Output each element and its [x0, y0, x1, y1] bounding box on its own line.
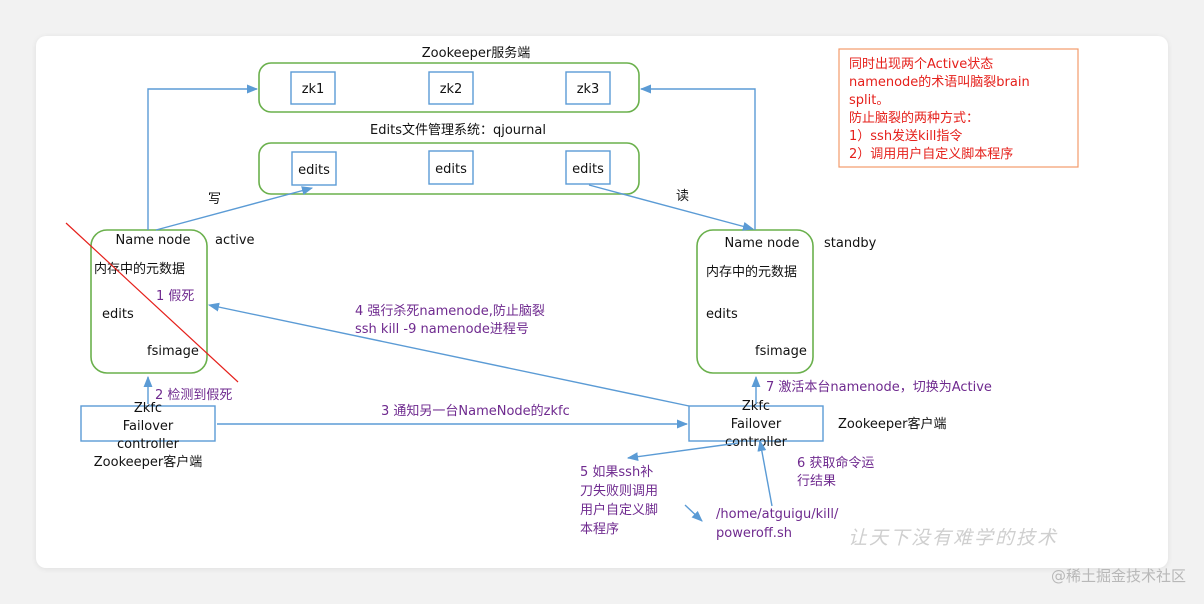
- left-zkfc-line-2: Failover: [123, 419, 174, 434]
- edits-node-2: [428, 150, 474, 185]
- right-zkfc-line-1: Zkfc: [742, 399, 770, 414]
- edits-node-1: [291, 151, 337, 186]
- site-watermark: @稀土掘金技术社区: [1051, 567, 1186, 585]
- fake-dead-strike-line: [65, 222, 239, 383]
- result-line-2: 行结果: [797, 474, 836, 489]
- left-zkfc-line-1: Zkfc: [134, 401, 162, 416]
- active-state-label: active: [215, 233, 255, 248]
- active-edits-label: edits: [102, 307, 134, 322]
- standby-edits-label: edits: [706, 307, 738, 322]
- read-label: 读: [676, 189, 689, 204]
- standby-namenode-title: Name node: [725, 236, 800, 251]
- edits-node-3-label: edits: [572, 162, 604, 177]
- edits-node-2-label: edits: [435, 162, 467, 177]
- active-fsimage-label: fsimage: [147, 344, 199, 359]
- detect-label: 2 检测到假死: [155, 388, 232, 403]
- active-namenode-box: [90, 229, 208, 374]
- edits-node-1-label: edits: [298, 163, 330, 178]
- server-cluster-box: [258, 62, 640, 113]
- fallback-arrow: [626, 442, 739, 462]
- standby-state-label: standby: [824, 236, 877, 251]
- note-line-2: namenode的术语叫脑裂brain: [849, 74, 1030, 90]
- fallback-line-1: 5 如果ssh补: [580, 464, 653, 480]
- zk1-node: [290, 71, 336, 105]
- right-zkfc-line-3: controller: [725, 435, 788, 450]
- zk1-label: zk1: [302, 82, 325, 97]
- notify-label: 3 通知另一台NameNode的zkfc: [381, 403, 570, 419]
- read-arrow: [588, 184, 755, 231]
- script-path-line-2: poweroff.sh: [716, 526, 792, 541]
- edits-node-3: [565, 150, 611, 185]
- fallback-line-3: 用户自定义脚: [580, 502, 658, 518]
- fallback-line-2: 刀失败则调用: [580, 484, 658, 499]
- note-line-1: 同时出现两个Active状态: [849, 57, 993, 72]
- script-path-line-1: /home/atguigu/kill/: [716, 507, 839, 522]
- journal-title: Edits文件管理系统：qjournal: [370, 123, 546, 138]
- kill-label-line-2: ssh kill -9 namenode进程号: [355, 322, 529, 337]
- note-line-4: 防止脑裂的两种方式：: [849, 110, 979, 126]
- write-label: 写: [208, 192, 221, 207]
- note-line-6: 2）调用用户自定义脚本程序: [849, 146, 1013, 162]
- zk2-node: [428, 71, 474, 105]
- kill-label-line-1: 4 强行杀死namenode,防止脑裂: [355, 303, 545, 319]
- standby-to-server-arrow: [639, 84, 756, 230]
- note-line-3: split。: [849, 93, 889, 108]
- active-namenode-title: Name node: [116, 233, 191, 248]
- left-zkfc-line-3: controller: [117, 437, 180, 452]
- active-metadata-label: 内存中的元数据: [94, 261, 185, 277]
- result-line-1: 6 获取命令运: [797, 455, 874, 471]
- write-arrow: [155, 186, 314, 231]
- brain-split-note-box: [838, 48, 1079, 168]
- slogan-watermark: 让天下没有难学的技术: [848, 527, 1058, 549]
- zk2-label: zk2: [440, 82, 463, 97]
- right-zkfc-client-label: Zookeeper客户端: [838, 416, 946, 432]
- right-zkfc-line-2: Failover: [731, 417, 782, 432]
- left-zkfc-client-label: Zookeeper客户端: [94, 454, 202, 470]
- fake-dead-label: 1 假死: [156, 289, 194, 304]
- left-zkfc-box: [80, 405, 216, 442]
- activate-label: 7 激活本台namenode，切换为Active: [766, 380, 992, 395]
- active-to-server-arrow: [147, 84, 259, 230]
- journal-box: [258, 142, 640, 195]
- zk3-label: zk3: [577, 82, 600, 97]
- result-arrow: [757, 439, 773, 507]
- script-arrow: [684, 504, 703, 522]
- note-line-5: 1）ssh发送kill指令: [849, 128, 962, 144]
- server-title: Zookeeper服务端: [422, 45, 530, 61]
- kill-arrow: [207, 302, 690, 407]
- right-zkfc-box: [688, 405, 824, 442]
- standby-fsimage-label: fsimage: [755, 344, 807, 359]
- fallback-line-4: 本程序: [580, 522, 619, 537]
- standby-metadata-label: 内存中的元数据: [706, 264, 797, 280]
- zk3-node: [565, 71, 611, 105]
